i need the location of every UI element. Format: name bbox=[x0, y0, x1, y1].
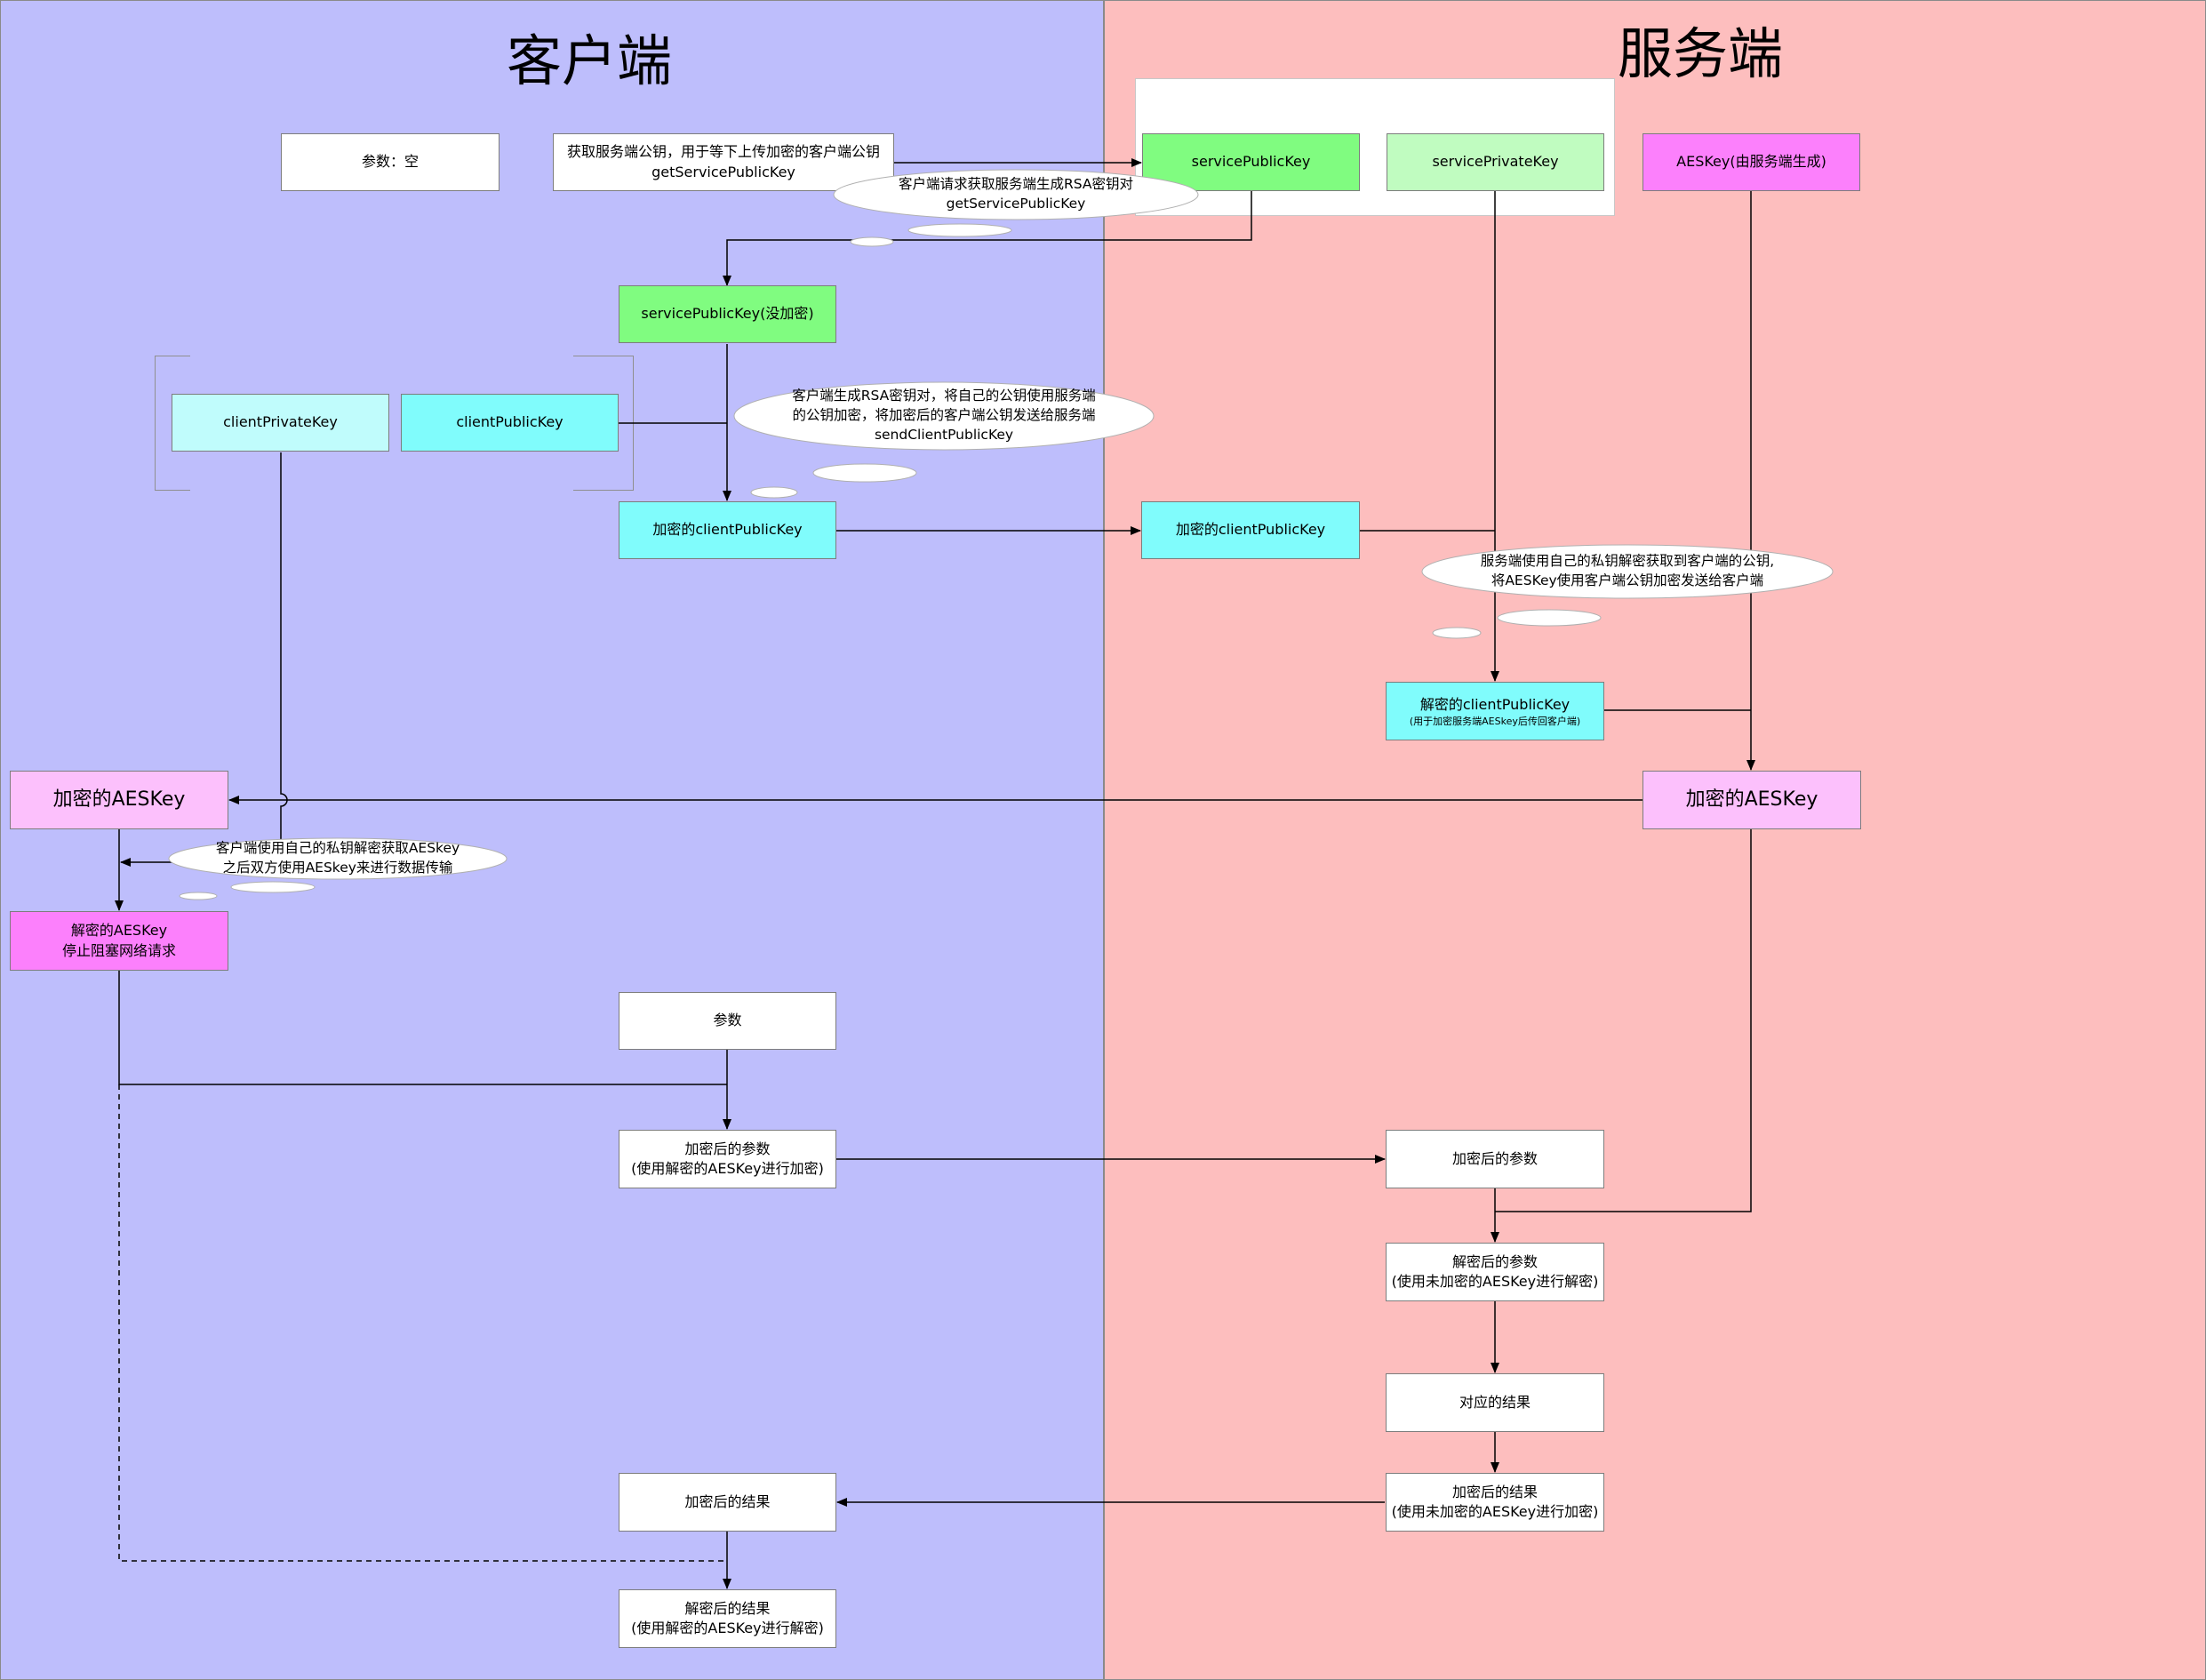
line-aes-key-dashed bbox=[118, 1084, 727, 1562]
note-cloud1-line2: getServicePublicKey bbox=[946, 196, 1086, 212]
node-service-public-key: servicePublicKey bbox=[1142, 133, 1360, 191]
node-get-key-line1: 获取服务端公钥，用于等下上传加密的客户端公钥 bbox=[566, 143, 880, 161]
node-encrypted-params-line1: 加密后的参数 bbox=[684, 1140, 771, 1157]
node-encrypted-aes-server-label: 加密的AESKey bbox=[1685, 788, 1818, 811]
node-decrypted-aes-line1: 解密的AESKey bbox=[70, 922, 168, 940]
node-client-public-key: clientPublicKey bbox=[401, 394, 619, 452]
node-service-public-key-plain: servicePublicKey(没加密) bbox=[619, 285, 836, 343]
cloud-puff bbox=[1432, 627, 1482, 639]
node-get-key-line2: getServicePublicKey bbox=[651, 163, 795, 180]
node-client-public-key-label: clientPublicKey bbox=[456, 413, 563, 431]
note-cloud4-line2: 之后双方使用AESkey来进行数据传输 bbox=[222, 860, 453, 876]
node-decrypted-client-pk-label: 解密的clientPublicKey bbox=[1419, 696, 1571, 714]
cloud-puff bbox=[907, 223, 1012, 237]
node-params-empty: 参数：空 bbox=[281, 133, 500, 191]
node-decrypted-params: 解密后的参数 (使用未加密的AESKey进行解密) bbox=[1386, 1243, 1604, 1301]
node-encrypted-client-public-key-client: 加密的clientPublicKey bbox=[619, 501, 836, 559]
cloud-shape bbox=[1421, 544, 1834, 599]
node-encrypted-aes-key-client: 加密的AESKey bbox=[10, 771, 228, 829]
note-cloud-server-decrypt: 服务端使用自己的私钥解密获取到客户端的公钥, 将AESKey使用客户端公钥加密发… bbox=[1421, 544, 1834, 599]
node-encrypted-params-line2: (使用解密的AESKey进行加密) bbox=[631, 1160, 824, 1177]
node-encrypted-result-server-line1: 加密后的结果 bbox=[1451, 1483, 1538, 1500]
note-cloud-client-decrypt: 客户端使用自己的私钥解密获取AESkey 之后双方使用AESkey来进行数据传输 bbox=[168, 837, 508, 880]
client-lane-title: 客户端 bbox=[507, 28, 673, 93]
node-service-private-key: servicePrivateKey bbox=[1387, 133, 1604, 191]
node-result: 对应的结果 bbox=[1386, 1373, 1604, 1432]
node-service-private-key-label: servicePrivateKey bbox=[1432, 153, 1559, 171]
node-service-public-key-plain-label: servicePublicKey(没加密) bbox=[641, 305, 814, 323]
node-encrypted-client-pk-server-label: 加密的clientPublicKey bbox=[1175, 521, 1326, 539]
note-cloud2-line2: 的公钥加密，将加密后的客户端公钥发送给服务端 bbox=[792, 407, 1096, 424]
node-encrypted-result-client-label: 加密后的结果 bbox=[684, 1492, 771, 1510]
node-params: 参数 bbox=[619, 992, 836, 1050]
note-cloud2-line3: sendClientPublicKey bbox=[874, 426, 1014, 443]
arrow-return-public-key bbox=[723, 190, 1252, 286]
cloud-shape bbox=[833, 169, 1199, 220]
node-client-private-key: clientPrivateKey bbox=[172, 394, 389, 452]
node-encrypted-client-public-key-server: 加密的clientPublicKey bbox=[1141, 501, 1360, 559]
node-decrypted-params-line2: (使用未加密的AESKey进行解密) bbox=[1391, 1273, 1599, 1290]
node-encrypted-aes-client-label: 加密的AESKey bbox=[52, 788, 186, 811]
arrow-client-private-key bbox=[120, 452, 288, 867]
node-encrypted-client-pk-client-label: 加密的clientPublicKey bbox=[652, 521, 803, 539]
node-encrypted-result-server-line2: (使用未加密的AESKey进行加密) bbox=[1391, 1503, 1599, 1520]
cloud-puff bbox=[812, 463, 917, 483]
node-encrypted-aes-key-server: 加密的AESKey bbox=[1643, 771, 1861, 829]
node-service-public-key-label: servicePublicKey bbox=[1191, 153, 1311, 171]
note-cloud-send-client-key: 客户端生成RSA密钥对，将自己的公钥使用服务端 的公钥加密，将加密后的客户端公钥… bbox=[733, 380, 1155, 452]
note-cloud3-line2: 将AESKey使用客户端公钥加密发送给客户端 bbox=[1491, 572, 1764, 588]
node-aes-key-server-label: AESKey(由服务端生成) bbox=[1676, 153, 1826, 171]
note-cloud-request-keys: 客户端请求获取服务端生成RSA密钥对 getServicePublicKey bbox=[833, 169, 1199, 220]
cloud-shape bbox=[168, 837, 508, 880]
node-result-label: 对应的结果 bbox=[1459, 1393, 1531, 1411]
node-decrypted-aes-key: 解密的AESKey 停止阻塞网络请求 bbox=[10, 911, 228, 971]
node-encrypted-params-client: 加密后的参数 (使用解密的AESKey进行加密) bbox=[619, 1130, 836, 1188]
server-lane bbox=[1104, 0, 2206, 1680]
node-params-empty-label: 参数：空 bbox=[361, 153, 419, 171]
cloud-puff bbox=[230, 881, 316, 893]
note-cloud2-line1: 客户端生成RSA密钥对，将自己的公钥使用服务端 bbox=[792, 388, 1096, 404]
cloud-puff bbox=[850, 236, 894, 247]
cloud-puff bbox=[179, 892, 218, 900]
node-decrypted-client-public-key: 解密的clientPublicKey (用于加密服务端AESkey后传回客户端) bbox=[1386, 682, 1604, 740]
client-key-bracket-left bbox=[155, 356, 190, 491]
cloud-shape bbox=[733, 381, 1155, 451]
cloud-puff bbox=[1497, 609, 1602, 627]
cloud-puff bbox=[750, 486, 798, 499]
node-encrypted-result-client: 加密后的结果 bbox=[619, 1473, 836, 1532]
note-cloud4-line1: 客户端使用自己的私钥解密获取AESkey bbox=[215, 840, 460, 857]
node-decrypted-result-line1: 解密后的结果 bbox=[684, 1599, 771, 1617]
node-encrypted-params-server: 加密后的参数 bbox=[1386, 1130, 1604, 1188]
node-decrypted-client-pk-sub: (用于加密服务端AESkey后传回客户端) bbox=[1409, 715, 1581, 727]
node-decrypted-aes-line2: 停止阻塞网络请求 bbox=[61, 941, 176, 959]
client-lane bbox=[0, 0, 1104, 1680]
line-aes-key-join bbox=[1495, 829, 1752, 1212]
node-encrypted-result-server: 加密后的结果 (使用未加密的AESKey进行加密) bbox=[1386, 1473, 1604, 1532]
node-params-label: 参数 bbox=[713, 1012, 742, 1029]
node-decrypted-result-line2: (使用解密的AESKey进行解密) bbox=[631, 1620, 824, 1636]
node-get-service-public-key: 获取服务端公钥，用于等下上传加密的客户端公钥 getServicePublicK… bbox=[553, 133, 894, 191]
node-encrypted-params-server-label: 加密后的参数 bbox=[1451, 1149, 1538, 1167]
note-cloud1-line1: 客户端请求获取服务端生成RSA密钥对 bbox=[898, 176, 1133, 193]
server-lane-title: 服务端 bbox=[1618, 21, 1784, 86]
node-aes-key-server-generated: AESKey(由服务端生成) bbox=[1643, 133, 1860, 191]
node-decrypted-result: 解密后的结果 (使用解密的AESKey进行解密) bbox=[619, 1589, 836, 1648]
node-client-private-key-label: clientPrivateKey bbox=[223, 413, 338, 431]
note-cloud3-line1: 服务端使用自己的私钥解密获取到客户端的公钥, bbox=[1480, 553, 1775, 570]
node-decrypted-params-line1: 解密后的参数 bbox=[1451, 1252, 1538, 1270]
